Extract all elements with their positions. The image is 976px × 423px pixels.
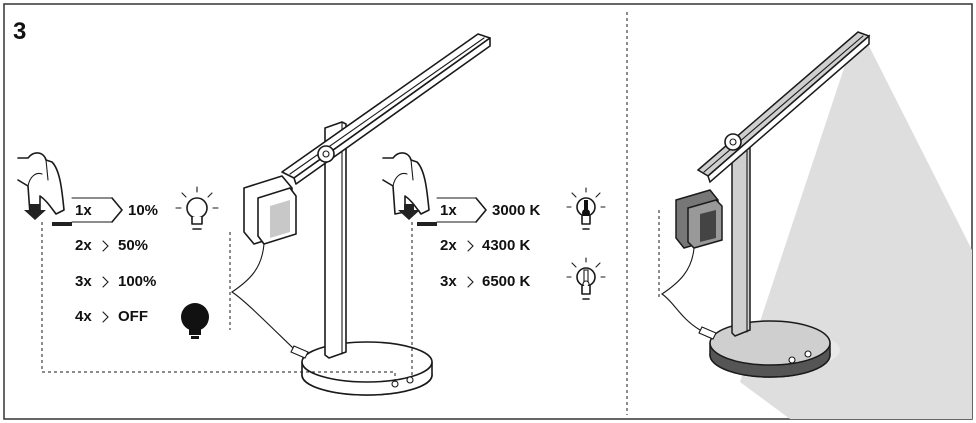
temperature-value-2: 4300 K	[482, 237, 531, 254]
brightness-value-2: 50%	[118, 237, 148, 254]
lamp-illustration	[231, 33, 491, 396]
bulb-off-icon	[181, 303, 209, 339]
temperature-presses-2: 2x	[440, 237, 457, 254]
panel-border	[3, 3, 973, 420]
temperature-presses-3: 3x	[440, 273, 457, 290]
press-arrow-icon-2	[398, 204, 420, 220]
brightness-presses-4: 4x	[75, 308, 92, 325]
hand-press-icon-2	[382, 152, 437, 226]
lit-lamp-base	[709, 320, 831, 366]
hand-press-icon	[17, 152, 72, 226]
temperature-presses-1: 1x	[440, 202, 457, 219]
temperature-value-1: 3000 K	[492, 202, 541, 219]
brightness-presses-1: 1x	[75, 202, 92, 219]
bulb-outline-icon	[175, 186, 219, 230]
temperature-value-3: 6500 K	[482, 273, 531, 290]
cool-bulb-icon	[566, 257, 606, 300]
lamp-lit-illustration	[658, 31, 972, 419]
brightness-value-4: OFF	[118, 308, 148, 325]
warm-bulb-icon	[566, 187, 606, 230]
step-number: 3	[13, 18, 26, 45]
brightness-value-1: 10%	[128, 202, 158, 219]
base-button-temperature[interactable]	[406, 376, 414, 384]
press-arrow-icon	[24, 204, 46, 220]
brightness-presses-2: 2x	[75, 237, 92, 254]
brightness-presses-3: 3x	[75, 273, 92, 290]
leader-brightness	[41, 222, 396, 384]
brightness-value-3: 100%	[118, 273, 156, 290]
